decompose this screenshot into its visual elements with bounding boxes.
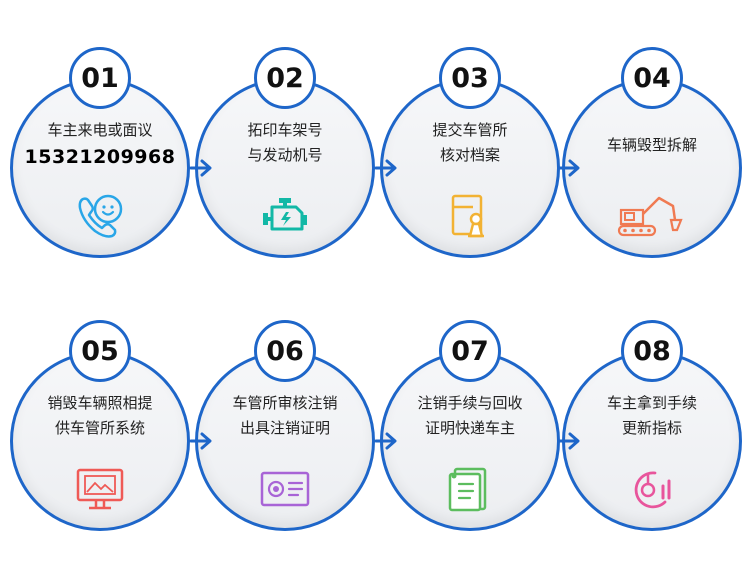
step-line1: 车管所审核注销 bbox=[232, 394, 338, 412]
step-06: 06 车管所审核注销 出具注销证明 bbox=[195, 320, 375, 531]
step-line2: 与发动机号 bbox=[247, 146, 323, 164]
excavator-icon bbox=[617, 190, 687, 240]
step-02: 02 拓印车架号 与发动机号 bbox=[195, 47, 375, 258]
arrow-right-icon bbox=[373, 430, 399, 452]
step-text: 车管所审核注销 出具注销证明 bbox=[205, 391, 365, 441]
engine-icon bbox=[258, 191, 312, 241]
step-07: 07 注销手续与回收 证明快递车主 bbox=[380, 320, 560, 531]
file-icon bbox=[443, 191, 497, 241]
arrow-right-icon bbox=[188, 157, 214, 179]
step-text: 销毁车辆照相提 供车管所系统 bbox=[20, 391, 180, 441]
step-number: 02 bbox=[254, 47, 316, 109]
monitor-icon bbox=[73, 464, 127, 514]
step-line1: 拓印车架号 bbox=[247, 121, 323, 139]
step-number: 05 bbox=[69, 320, 131, 382]
chart-icon bbox=[625, 464, 679, 514]
arrow-right-icon bbox=[556, 157, 582, 179]
step-01: 01 车主来电或面议 15321209968 bbox=[10, 47, 190, 258]
arrow-right-icon bbox=[188, 430, 214, 452]
step-05: 05 销毁车辆照相提 供车管所系统 bbox=[10, 320, 190, 531]
step-number: 08 bbox=[621, 320, 683, 382]
arrow-right-icon bbox=[556, 430, 582, 452]
step-line1: 注销手续与回收 bbox=[417, 394, 523, 412]
step-line2: 更新指标 bbox=[621, 419, 682, 437]
step-text: 车辆毁型拆解 bbox=[572, 133, 732, 158]
step-08: 08 车主拿到手续 更新指标 bbox=[562, 320, 742, 531]
step-text: 拓印车架号 与发动机号 bbox=[205, 118, 365, 168]
step-line2: 证明快递车主 bbox=[424, 419, 515, 437]
step-text: 车主拿到手续 更新指标 bbox=[572, 391, 732, 441]
certificate-icon bbox=[258, 464, 312, 514]
step-line2: 出具注销证明 bbox=[239, 419, 330, 437]
step-line1: 提交车管所 bbox=[432, 121, 508, 139]
phone-icon bbox=[73, 191, 127, 241]
step-number: 04 bbox=[621, 47, 683, 109]
step-number: 07 bbox=[439, 320, 501, 382]
step-number: 01 bbox=[69, 47, 131, 109]
step-line1: 销毁车辆照相提 bbox=[47, 394, 153, 412]
step-line1: 车辆毁型拆解 bbox=[606, 136, 697, 154]
step-03: 03 提交车管所 核对档案 bbox=[380, 47, 560, 258]
step-text: 注销手续与回收 证明快递车主 bbox=[390, 391, 550, 441]
arrow-right-icon bbox=[373, 157, 399, 179]
phone-number: 15321209968 bbox=[24, 146, 176, 168]
step-line1: 车主来电或面议 bbox=[47, 121, 153, 139]
step-text: 车主来电或面议 15321209968 bbox=[20, 118, 180, 171]
step-line2: 供车管所系统 bbox=[54, 419, 145, 437]
step-line1: 车主拿到手续 bbox=[606, 394, 697, 412]
step-text: 提交车管所 核对档案 bbox=[390, 118, 550, 168]
step-04: 04 车辆毁型拆解 bbox=[562, 47, 742, 258]
document-icon bbox=[443, 464, 497, 514]
step-line2: 核对档案 bbox=[439, 146, 500, 164]
step-number: 03 bbox=[439, 47, 501, 109]
step-number: 06 bbox=[254, 320, 316, 382]
